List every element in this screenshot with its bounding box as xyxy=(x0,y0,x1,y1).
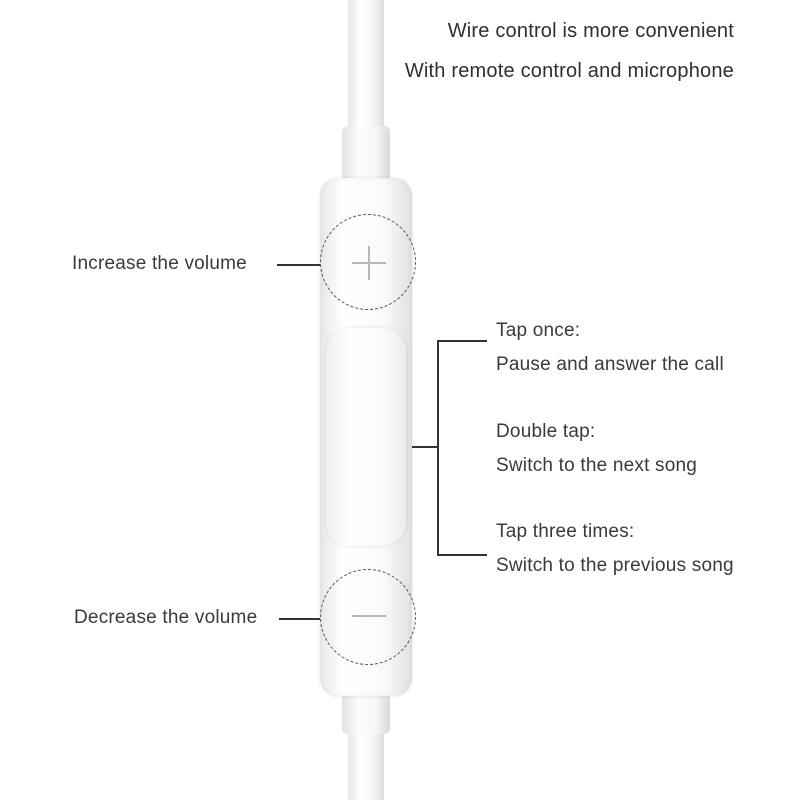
action-title: Tap three times: xyxy=(496,521,635,542)
decrease-volume-leader-line xyxy=(279,618,320,620)
volume-down-highlight-ring xyxy=(320,569,416,665)
actions-bracket-vertical xyxy=(437,340,439,555)
headline-line-2: With remote control and microphone xyxy=(404,60,734,82)
center-button-leader-line xyxy=(412,446,438,448)
headline-line-1: Wire control is more convenient xyxy=(447,20,734,42)
center-button xyxy=(326,328,406,546)
decrease-volume-label: Decrease the volume xyxy=(74,607,258,628)
volume-up-highlight-ring xyxy=(320,214,416,310)
cable-top xyxy=(348,0,384,150)
action-description: Switch to the previous song xyxy=(496,555,734,576)
actions-bracket-top xyxy=(437,340,487,342)
increase-volume-label: Increase the volume xyxy=(72,253,247,274)
action-title: Double tap: xyxy=(496,421,596,442)
cable-strain-relief-top xyxy=(342,126,390,186)
increase-volume-leader-line xyxy=(277,264,320,266)
action-description: Switch to the next song xyxy=(496,455,698,476)
action-description: Pause and answer the call xyxy=(496,354,724,375)
actions-bracket-bottom xyxy=(437,554,487,556)
action-title: Tap once: xyxy=(496,320,581,341)
